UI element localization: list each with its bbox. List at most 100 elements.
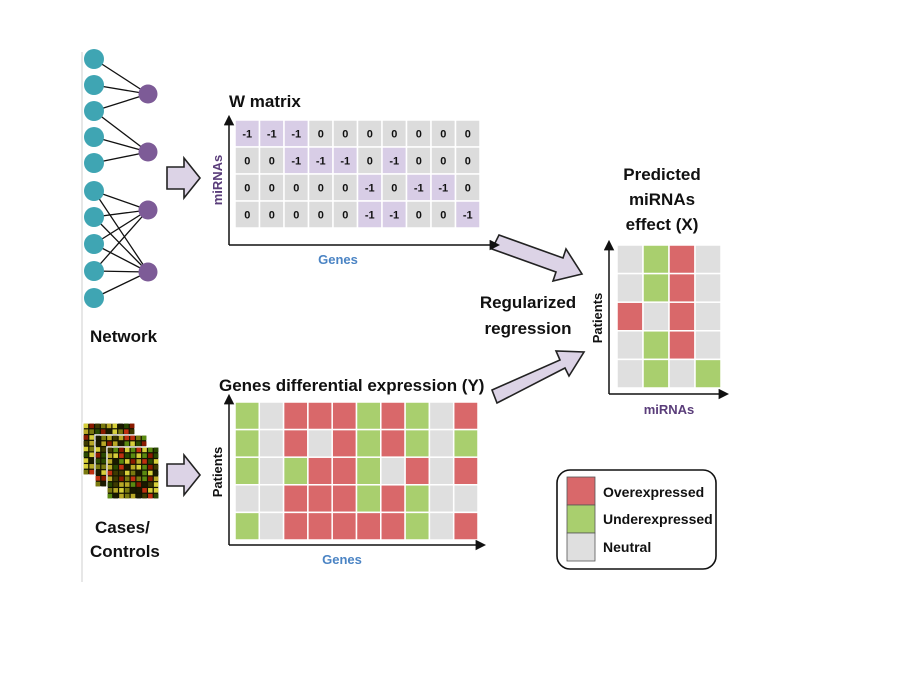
expression-cell — [428, 428, 455, 458]
w-y-axis-label: miRNAs — [210, 155, 225, 206]
w-matrix-cell — [454, 119, 481, 148]
network-edge — [93, 209, 149, 272]
w-matrix-title: W matrix — [229, 92, 301, 111]
expression-matrix-title: Genes differential expression (Y) — [219, 376, 484, 395]
expression-cell — [452, 484, 479, 514]
gene-node — [84, 234, 104, 254]
expression-cell — [234, 511, 261, 541]
w-matrix-cell — [307, 119, 334, 148]
expression-cell — [234, 484, 261, 514]
expression-cell — [428, 401, 455, 431]
expression-cell — [380, 484, 406, 514]
expression-cell — [331, 484, 358, 514]
w-matrix-cell — [454, 146, 481, 175]
gene-node — [84, 207, 104, 227]
expression-cell — [355, 456, 382, 486]
w-matrix-value: -1 — [365, 183, 375, 195]
expression-cell — [307, 456, 333, 486]
expression-cell — [380, 401, 406, 431]
legend-swatch-neutral — [566, 532, 596, 562]
network-edge — [93, 110, 149, 153]
expression-cell — [282, 511, 309, 541]
expression-cell — [258, 428, 285, 458]
prediction-cell — [642, 301, 670, 332]
arrow-arrays-to-y — [166, 452, 202, 498]
legend-label-underexpressed: Underexpressed — [603, 511, 713, 527]
prediction-cell — [616, 301, 644, 332]
w-matrix-cell — [381, 200, 408, 229]
expression-cell — [428, 511, 455, 541]
w-matrix-cell — [234, 200, 261, 229]
w-matrix-value: -1 — [414, 183, 424, 195]
expression-cell — [258, 401, 285, 431]
expression-cell — [331, 511, 358, 541]
w-matrix-value: 0 — [244, 183, 250, 195]
w-matrix-value: 0 — [367, 156, 373, 168]
arrow-w-to-regression — [490, 234, 584, 283]
expression-cell — [452, 511, 479, 541]
w-matrix-value: 0 — [269, 183, 275, 195]
expression-cell — [355, 484, 382, 514]
expression-cell — [355, 401, 382, 431]
microarray-images — [82, 422, 160, 500]
expression-cell — [355, 428, 382, 458]
gene-node — [84, 153, 104, 173]
expression-matrix-grid — [234, 401, 479, 541]
w-matrix-value: -1 — [340, 156, 350, 168]
x-y-axis-label: Patients — [590, 293, 605, 344]
mirna-node — [138, 142, 158, 162]
w-matrix-cell — [283, 119, 310, 148]
network-label: Network — [90, 327, 158, 346]
w-matrix-value: 0 — [293, 183, 299, 195]
legend: Overexpressed Underexpressed Neutral — [556, 469, 717, 570]
expression-cell — [234, 456, 261, 486]
expression-cell — [380, 456, 406, 486]
prediction-title-line1: Predicted — [623, 165, 700, 184]
x-x-axis-label: miRNAs — [644, 402, 695, 417]
w-matrix-value: -1 — [389, 156, 399, 168]
w-matrix-cell — [258, 146, 285, 175]
prediction-cell — [694, 301, 722, 332]
expression-cell — [282, 484, 309, 514]
expression-cell — [307, 511, 333, 541]
prediction-title-line2: miRNAs — [629, 190, 695, 209]
prediction-cell — [642, 330, 670, 361]
expression-cell — [452, 428, 479, 458]
expression-cell — [234, 401, 261, 431]
expression-cell — [355, 511, 382, 541]
w-matrix-value: 0 — [342, 183, 348, 195]
network-edge — [93, 209, 149, 245]
w-matrix-value: -1 — [438, 183, 448, 195]
cases-label-line1: Cases/ — [95, 518, 150, 537]
expression-cell — [404, 401, 431, 431]
prediction-cell — [694, 272, 722, 303]
gene-node — [84, 288, 104, 308]
expression-cell — [331, 428, 358, 458]
w-matrix-cell — [430, 173, 457, 202]
prediction-cell — [668, 272, 696, 303]
legend-label-overexpressed: Overexpressed — [603, 484, 704, 500]
expression-cell — [282, 456, 309, 486]
expression-cell — [258, 456, 285, 486]
w-matrix-value: -1 — [291, 156, 301, 168]
w-matrix-value: 0 — [244, 210, 250, 222]
w-matrix-value: -1 — [365, 210, 375, 222]
expression-cell — [307, 484, 333, 514]
w-matrix-value: 0 — [293, 210, 299, 222]
gene-node — [84, 75, 104, 95]
w-matrix-value: 0 — [416, 210, 422, 222]
w-matrix-value: 0 — [318, 210, 324, 222]
w-matrix-value: -1 — [389, 210, 399, 222]
expression-cell — [428, 484, 455, 514]
prediction-cell — [642, 358, 670, 389]
arrow-y-to-regression — [490, 350, 586, 405]
expression-cell — [452, 456, 479, 486]
expression-cell — [234, 428, 261, 458]
prediction-cell — [616, 244, 644, 275]
y-y-axis-label: Patients — [210, 447, 225, 498]
expression-cell — [307, 428, 333, 458]
w-matrix-value: 0 — [269, 210, 275, 222]
expression-cell — [282, 428, 309, 458]
prediction-cell — [668, 330, 696, 361]
